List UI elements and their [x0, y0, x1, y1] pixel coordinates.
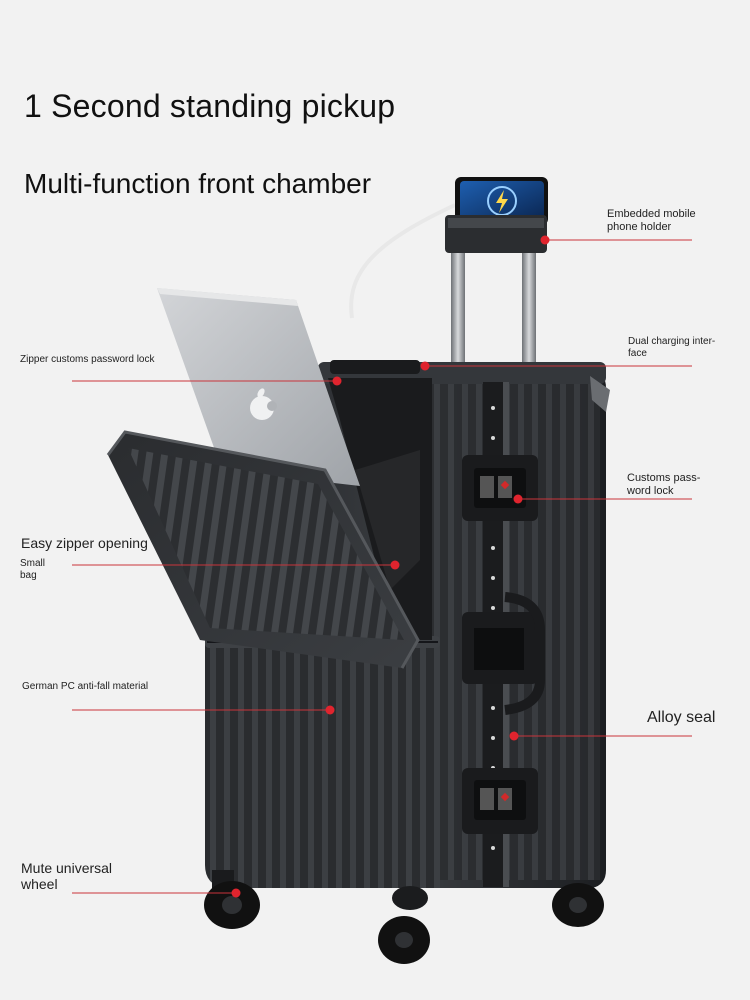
- lightning-icon: [496, 190, 508, 213]
- wheel-front-right: [378, 916, 430, 964]
- label-zipper-lock: Zipper customs password lock: [20, 354, 155, 365]
- label-phone-holder: Embedded mobile phone holder: [607, 208, 696, 233]
- label-customs-lock: Customs pass-word lock: [627, 472, 701, 497]
- marker-dual-charging: [420, 361, 430, 371]
- trolley-pole-right: [522, 253, 536, 373]
- front-lid: [106, 430, 420, 669]
- label-dual-charging: Dual charging inter-face: [628, 336, 716, 359]
- marker-phone-holder: [540, 235, 550, 245]
- label-german-pc: German PC anti-fall material: [22, 681, 149, 692]
- phone: [455, 177, 548, 225]
- apple-logo-icon: [250, 388, 277, 420]
- marker-german-pc: [325, 705, 335, 715]
- marker-mute-wheel: [231, 888, 241, 898]
- label-mute-wheel: Mute universal wheel: [21, 860, 113, 893]
- label-alloy-seal: Alloy seal: [647, 709, 716, 726]
- marker-alloy-seal: [509, 731, 519, 741]
- marker-small-bag: [390, 560, 400, 570]
- wheel-back-middle: [392, 886, 428, 910]
- customs-lock-top: [462, 455, 538, 521]
- headline-front-chamber: Multi-function front chamber: [24, 168, 372, 199]
- trolley-pole-left: [451, 253, 465, 373]
- callout-leaders: [72, 239, 692, 894]
- charging-cable: [349, 203, 456, 319]
- side-handle: [462, 592, 545, 715]
- lower-front-shell: [205, 640, 440, 888]
- callout-markers: [231, 235, 550, 898]
- headline-standing-pickup: 1 Second standing pickup: [24, 88, 396, 124]
- wheel-back-right: [552, 883, 604, 927]
- marker-customs-lock: [513, 494, 523, 504]
- label-small-bag: Small bag: [20, 558, 46, 581]
- marker-zipper-lock: [332, 376, 342, 386]
- customs-lock-bottom: [462, 768, 538, 834]
- label-easy-zipper: Easy zipper opening: [21, 535, 148, 551]
- laptop: [157, 288, 360, 486]
